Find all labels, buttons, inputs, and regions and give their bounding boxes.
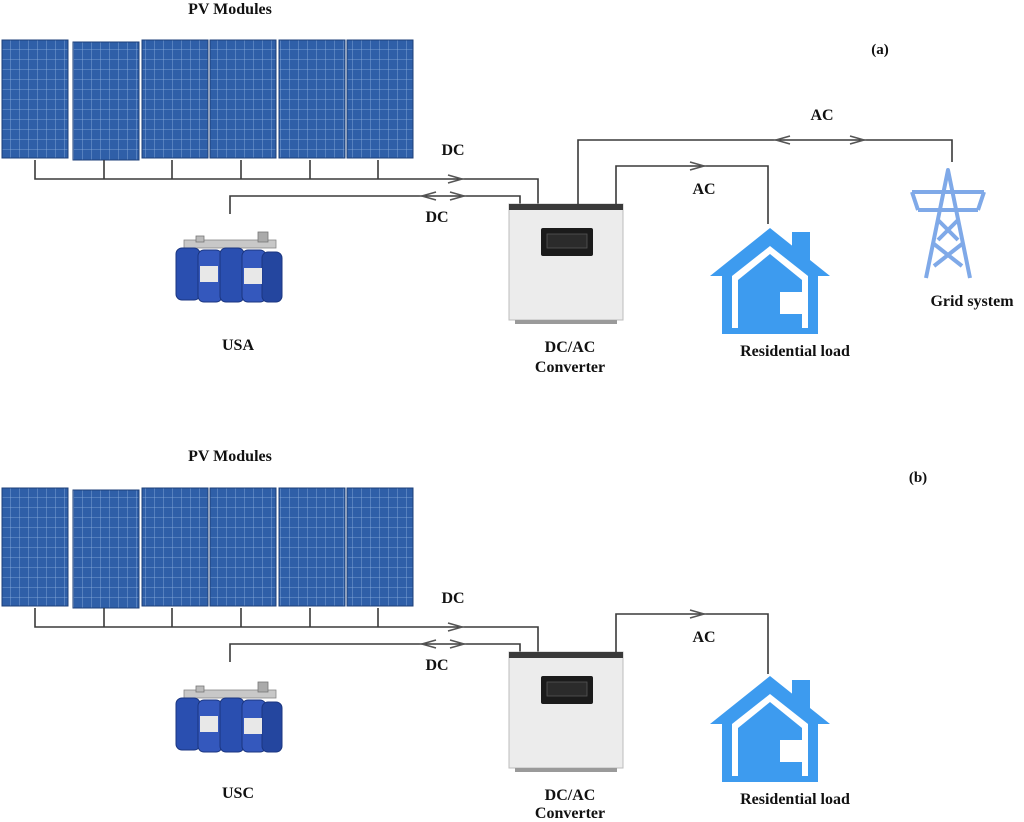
dc-bus-wire — [34, 160, 539, 208]
converter-label-line2: Converter — [535, 359, 605, 376]
converter-label-line1: DC/AC — [545, 787, 596, 804]
dcac-converter — [508, 203, 624, 325]
dcac-converter — [508, 651, 624, 773]
house-icon — [710, 228, 830, 334]
residential-load-label: Residential load — [740, 343, 850, 360]
panel-tag: (b) — [909, 470, 927, 486]
dc-label-bottom: DC — [425, 209, 448, 226]
ac-load-arrow — [689, 609, 707, 619]
pv-modules-label: PV Modules — [188, 448, 272, 465]
dc-arrow-right — [447, 174, 465, 184]
dc-label-top: DC — [441, 590, 464, 607]
ac-load-label: AC — [692, 629, 715, 646]
panel-a: PV Modules (a) DC DC USA DC/AC Converter… — [1, 1, 1014, 376]
residential-load-label: Residential load — [740, 791, 850, 808]
dc-bidirectional-arrow — [419, 191, 467, 201]
pv-modules-label: PV Modules — [188, 1, 272, 18]
ac-load-label: AC — [692, 181, 715, 198]
ac-grid-wire — [577, 139, 953, 208]
ultracapacitor-bank — [175, 681, 283, 753]
ac-grid-label: AC — [810, 107, 833, 124]
ac-load-wire — [615, 613, 769, 674]
ultracapacitor-bank — [175, 231, 283, 303]
grid-system-label: Grid system — [930, 293, 1014, 310]
ac-grid-bidirectional-arrow — [773, 135, 867, 145]
pv-module-array — [1, 487, 414, 609]
converter-label-line1: DC/AC — [545, 339, 596, 356]
transmission-tower-icon — [910, 168, 986, 280]
dc-bus-wire — [34, 608, 539, 656]
storage-label: USA — [222, 337, 254, 354]
panel-tag: (a) — [871, 42, 889, 58]
dc-label-bottom: DC — [425, 657, 448, 674]
panel-b: PV Modules (b) DC DC USC DC/AC Converter… — [1, 448, 927, 822]
dc-label-top: DC — [441, 142, 464, 159]
ac-load-arrow — [689, 161, 707, 171]
storage-label: USC — [222, 785, 254, 802]
storage-wire — [229, 195, 521, 214]
ac-load-wire — [615, 165, 769, 224]
dc-bidirectional-arrow — [419, 639, 467, 649]
converter-label-line2: Converter — [535, 805, 605, 822]
storage-wire — [229, 643, 521, 662]
house-icon — [710, 676, 830, 782]
pv-module-array — [1, 39, 414, 161]
dc-arrow-right — [447, 622, 465, 632]
